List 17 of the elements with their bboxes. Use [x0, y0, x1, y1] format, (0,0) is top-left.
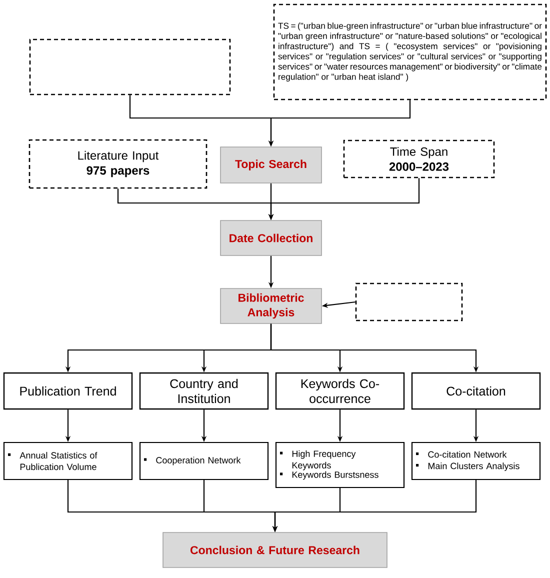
process-box: Bibliometric Analysis: [220, 288, 322, 324]
process-box: Date Collection: [220, 220, 322, 256]
list-box: Annual Statistics of Publication Volume: [3, 442, 133, 480]
dashed-box: Time Span 2000–2023: [343, 140, 495, 178]
list-box: Cooperation Network: [139, 442, 269, 480]
empty-dashed-box: [355, 282, 463, 322]
process-box: Conclusion & Future Research: [162, 532, 388, 568]
query-box: TS = ("urban blue-green infrastructure" or "urban blue infrastructure" or "urban green infrastructure" or "nature-based solutions" or "ecological infrastructure") and TS = ( "ecosystem services" or "povisioning services" or "regulation services" or "cultural services" or "supporting services" or "water resources management" or biodiversity" or "climate regulation" or "urban heat island" ): [273, 4, 547, 100]
list-box: High Frequency Keywords Keywords Burstsness: [275, 442, 405, 488]
category-box: Country and Institution: [139, 372, 269, 410]
empty-dashed-box: [29, 38, 231, 96]
category-box: Publication Trend: [3, 372, 133, 410]
category-box: Co-citation: [411, 372, 541, 410]
category-box: Keywords Co-occurrence: [275, 372, 405, 410]
list-box: Co-citation Network Main Clusters Analysis: [411, 442, 541, 480]
process-box: Topic Search: [220, 146, 322, 184]
dashed-box: Literature Input 975 papers: [28, 139, 208, 189]
